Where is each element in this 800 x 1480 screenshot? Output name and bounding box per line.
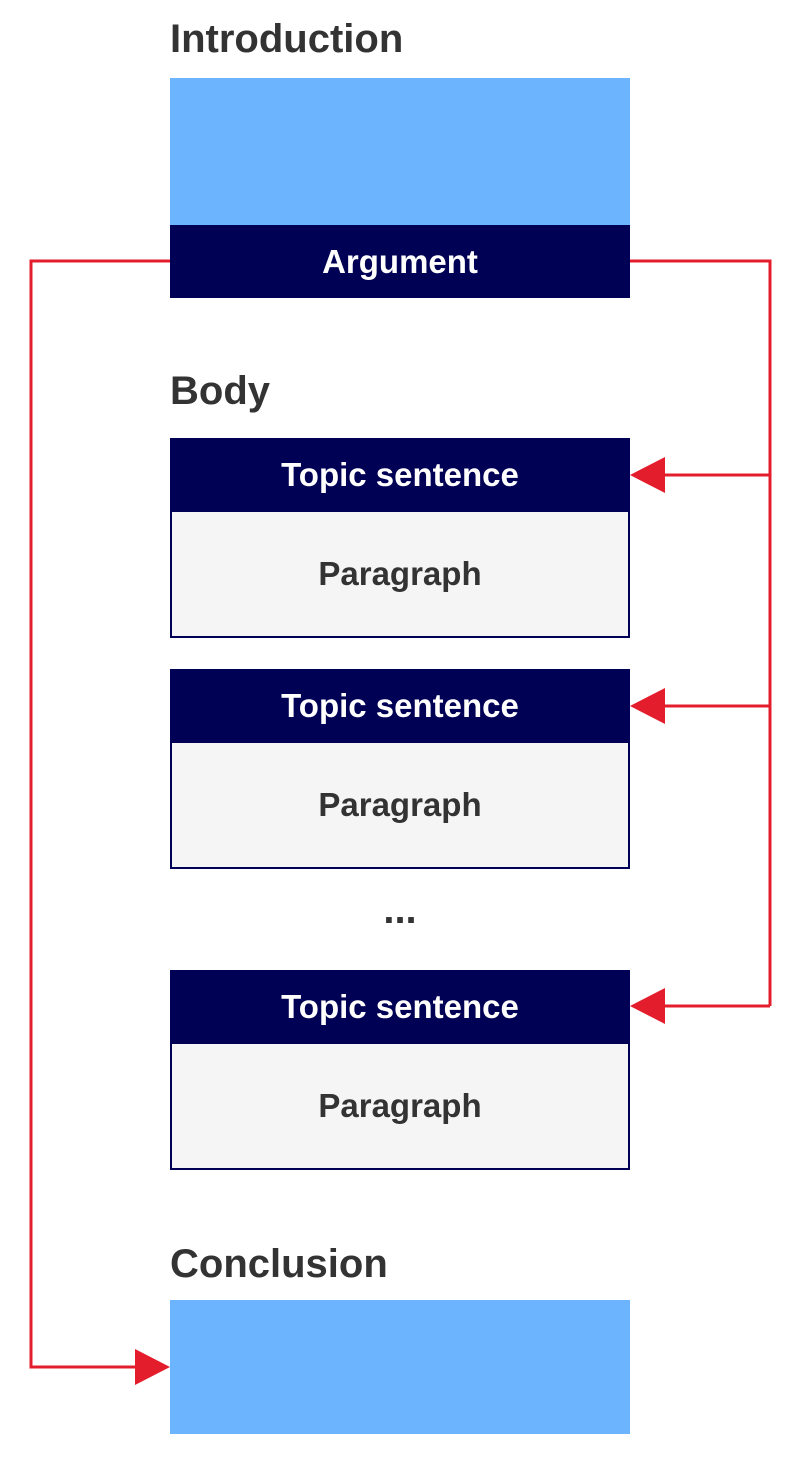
body-section-1: Topic sentence Paragraph xyxy=(170,438,630,638)
body-section-2: Topic sentence Paragraph xyxy=(170,669,630,869)
paragraph-block: Paragraph xyxy=(172,743,628,867)
introduction-block xyxy=(170,78,630,225)
paragraph-block: Paragraph xyxy=(172,1044,628,1168)
argument-bar: Argument xyxy=(170,225,630,298)
arrowhead-topic-1 xyxy=(630,457,665,493)
paragraph-label: Paragraph xyxy=(318,786,482,823)
argument-to-topics-trunk xyxy=(630,259,772,1006)
introduction-heading: Introduction xyxy=(170,17,404,61)
topic-sentence-bar: Topic sentence xyxy=(170,669,630,743)
topic-sentence-label: Topic sentence xyxy=(281,988,519,1025)
topic-sentence-label: Topic sentence xyxy=(281,456,519,493)
conclusion-block xyxy=(170,1300,630,1434)
body-section-3: Topic sentence Paragraph xyxy=(170,970,630,1170)
more-sections-ellipsis: ... xyxy=(383,888,417,932)
paragraph-label: Paragraph xyxy=(318,555,482,592)
topic-sentence-bar: Topic sentence xyxy=(170,438,630,512)
conclusion-heading: Conclusion xyxy=(170,1242,388,1286)
topic-sentence-bar: Topic sentence xyxy=(170,970,630,1044)
arrowhead-topic-2 xyxy=(630,688,665,724)
argument-to-conclusion-connector xyxy=(29,259,170,1369)
paragraph-block: Paragraph xyxy=(172,512,628,636)
paragraph-label: Paragraph xyxy=(318,1087,482,1124)
body-heading: Body xyxy=(170,369,270,413)
arrowhead-conclusion xyxy=(135,1349,170,1385)
arrowhead-topic-3 xyxy=(630,988,665,1024)
topic-sentence-label: Topic sentence xyxy=(281,687,519,724)
argument-label: Argument xyxy=(322,242,478,280)
